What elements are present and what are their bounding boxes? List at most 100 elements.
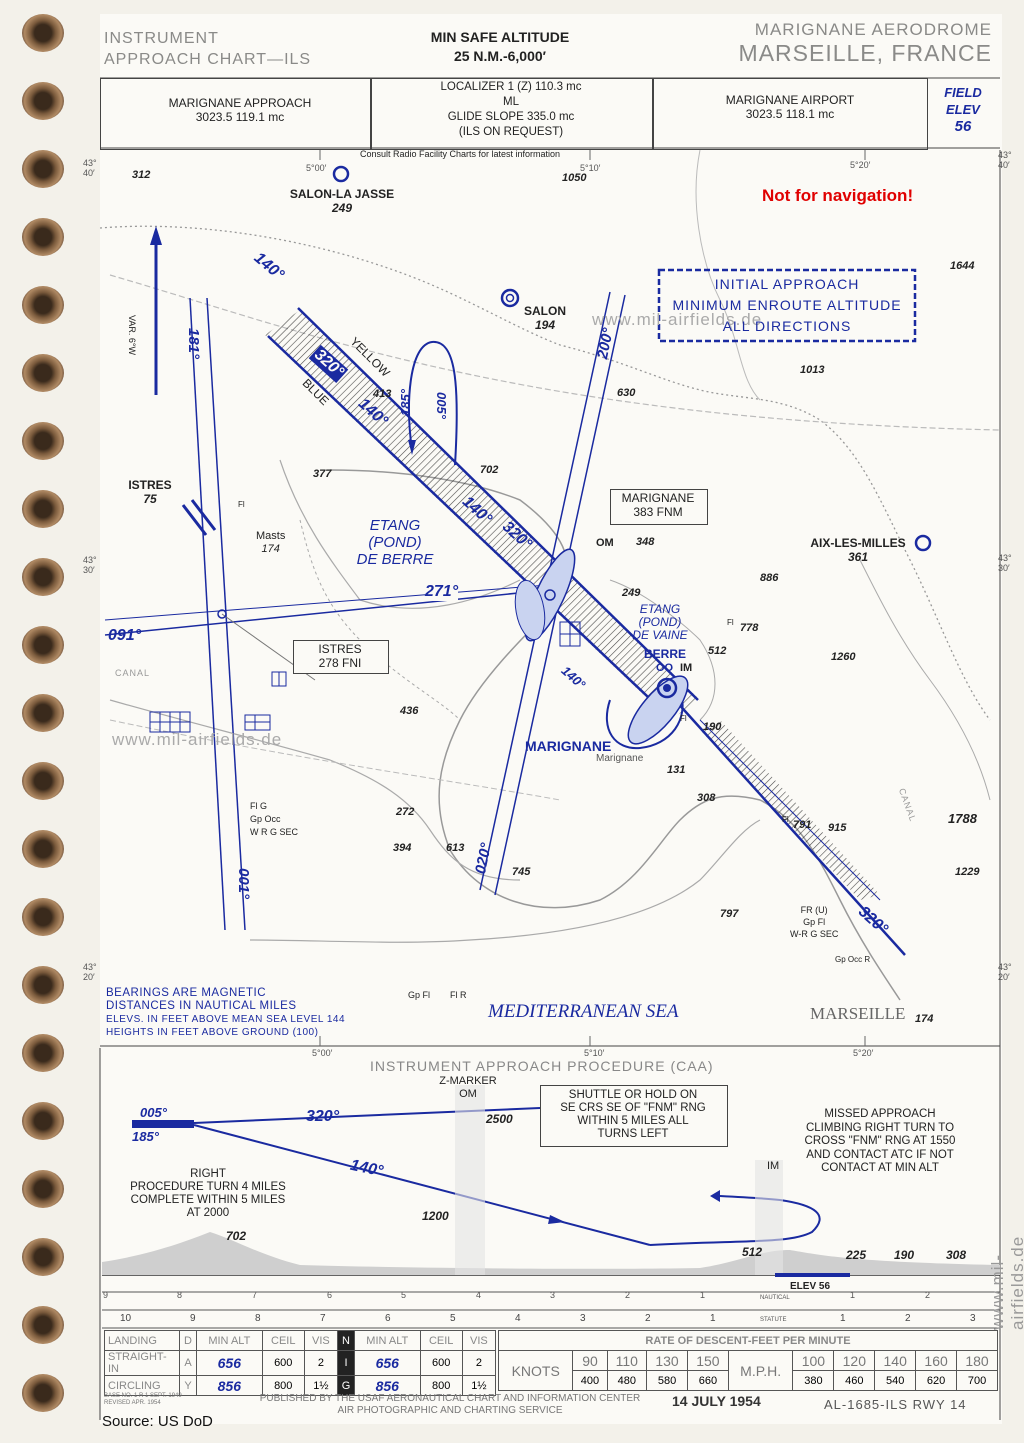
light-gpoccr: Gp Occ R (835, 955, 871, 964)
speed-knots: 130 (646, 1350, 688, 1371)
initial-approach-line: ALL DIRECTIONS (722, 318, 852, 334)
light-line: Gp Fl (803, 917, 826, 927)
aerodrome-name: MARIGNANE AERODROME (754, 20, 992, 39)
latitude-label: 43° 40′ (83, 158, 97, 178)
bearing-label: 091° (108, 627, 142, 644)
table-cell: A (179, 1350, 197, 1376)
spot-elevation: 791 (793, 819, 812, 831)
table-cell: 2 (461, 1350, 497, 1376)
speed-mph: 180 (956, 1350, 998, 1371)
airport-freq-box (652, 78, 928, 150)
missed-line: MISSED APPROACH (824, 1108, 936, 1120)
spot-elevation: 745 (512, 866, 531, 878)
profile-heading: 005° (140, 1105, 167, 1120)
rate-value: 380 (792, 1370, 835, 1391)
spot-elevation: 377 (313, 468, 332, 480)
speed-knots: 90 (572, 1350, 608, 1371)
latitude-label: 43° 30′ (998, 553, 1012, 573)
missed-approach-note: MISSED APPROACH CLIMBING RIGHT TURN TO C… (770, 1108, 990, 1176)
light-flr: Fl R (450, 990, 467, 1000)
localizer-info: LOCALIZER 1 (Z) 110.3 mc ML GLIDE SLOPE … (380, 80, 642, 140)
canal-label: CANAL (115, 668, 151, 678)
field-elevation: FIELD ELEV 56 (928, 84, 998, 135)
table-header: CEIL (261, 1330, 305, 1351)
salon-la-jasse-label: SALON-LA JASSE 249 (282, 187, 402, 215)
table-row: 400 480 580 660 380 460 540 620 700 (499, 1370, 998, 1391)
ring (22, 82, 64, 120)
spot-elevation: 702 (480, 464, 499, 476)
procedure-title: INSTRUMENT APPROACH PROCEDURE (CAA) (370, 1058, 714, 1074)
profile-altitude: 190 (894, 1248, 915, 1262)
scale-tick: 3 (970, 1313, 976, 1324)
table-row: LANDING D MIN ALT CEIL VIS N MIN ALT CEI… (104, 1330, 497, 1351)
masts-label: Masts 174 (256, 530, 285, 556)
spot-elevation: 797 (720, 908, 739, 920)
latitude-label: 43° 40′ (998, 150, 1012, 170)
spot-elevation: 249 (622, 587, 641, 599)
spot-elevation: 272 (396, 806, 415, 818)
ring (22, 14, 64, 52)
procedure-turn-note: RIGHT PROCEDURE TURN 4 MILES COMPLETE WI… (110, 1168, 306, 1220)
place-elev: 194 (534, 318, 556, 332)
legend-line: HEIGHTS IN FEET ABOVE GROUND (100) (106, 1027, 319, 1038)
scale-tick: 3 (580, 1313, 586, 1324)
chart-sheet (100, 14, 1002, 1424)
profile-altitude: 2500 (486, 1112, 513, 1126)
pond-line: DE BERRE (356, 551, 434, 568)
ring (22, 1374, 64, 1412)
profile-elev: ELEV 56 (790, 1281, 831, 1292)
oo-marker-label: OO (656, 662, 674, 674)
place-elev: 75 (143, 492, 157, 506)
light-line: Gp Occ (250, 814, 281, 824)
missed-line: CLIMBING RIGHT TURN TO (805, 1121, 955, 1134)
field-elev-value: 56 (954, 118, 972, 135)
turn-line: AT 2000 (186, 1207, 230, 1219)
table-header: MIN ALT (353, 1330, 421, 1351)
table-header: VIS (461, 1330, 497, 1351)
marignane-label: MARIGNANE (525, 738, 612, 754)
place-name: SALON (524, 304, 566, 318)
bearing-label: 271° (425, 583, 459, 601)
table-header: N (336, 1330, 355, 1351)
istres-beacon-box (293, 640, 389, 674)
light-line: Fl G (250, 801, 267, 811)
ring (22, 1102, 64, 1140)
chart-type: INSTRUMENT APPROACH CHART—ILS (104, 28, 311, 70)
scale-tick: 9 (190, 1313, 196, 1324)
nautical-label: NAUTICAL (760, 1295, 790, 1301)
spot-elevation: 308 (697, 792, 716, 804)
etang-de-vaine-label: ETANG (POND) DE VAINE (620, 603, 700, 642)
speed-mph: 140 (874, 1350, 917, 1371)
salon-label: SALON 194 (520, 304, 570, 332)
scale-tick: 5 (401, 1290, 407, 1300)
table-cell: 800 (419, 1375, 463, 1396)
place-name: ISTRES (128, 478, 172, 492)
base-line: REVISED APR. 1954 (104, 1400, 161, 1406)
airport-freq-value: 3023.5 118.1 mc (745, 107, 835, 121)
table-cell: 656 (196, 1350, 263, 1376)
table-header: CEIL (419, 1330, 463, 1351)
profile-altitude: 702 (226, 1229, 247, 1243)
localizer-ident: ML (503, 96, 519, 108)
landing-minimums-table: LANDING D MIN ALT CEIL VIS N MIN ALT CEI… (104, 1330, 497, 1396)
scale-tick: 2 (645, 1313, 651, 1324)
scale-tick: 7 (320, 1313, 326, 1324)
msa-value: 25 N.M.-6,000′ (453, 48, 547, 64)
speed-knots: 150 (686, 1350, 729, 1371)
table-cell: 600 (261, 1350, 305, 1376)
ring (22, 898, 64, 936)
ring (22, 354, 64, 392)
light-gpfl: Gp Fl (408, 990, 431, 1000)
beacon-name: ISTRES (318, 642, 362, 656)
istres-label: ISTRES 75 (120, 478, 180, 506)
pond-line: ETANG (639, 602, 681, 616)
rate-of-descent-table: RATE OF DESCENT-FEET PER MINUTE KNOTS 90… (497, 1330, 998, 1391)
table-row: KNOTS 90 110 130 150 M.P.H. 100 120 140 … (497, 1350, 998, 1391)
scale-tick: 8 (255, 1313, 261, 1324)
chart-date: 14 JULY 1954 (672, 1393, 761, 1409)
table-cell: 856 (353, 1375, 421, 1396)
ring (22, 422, 64, 460)
spot-elevation: 190 (703, 721, 722, 733)
rate-value: 460 (833, 1370, 876, 1391)
